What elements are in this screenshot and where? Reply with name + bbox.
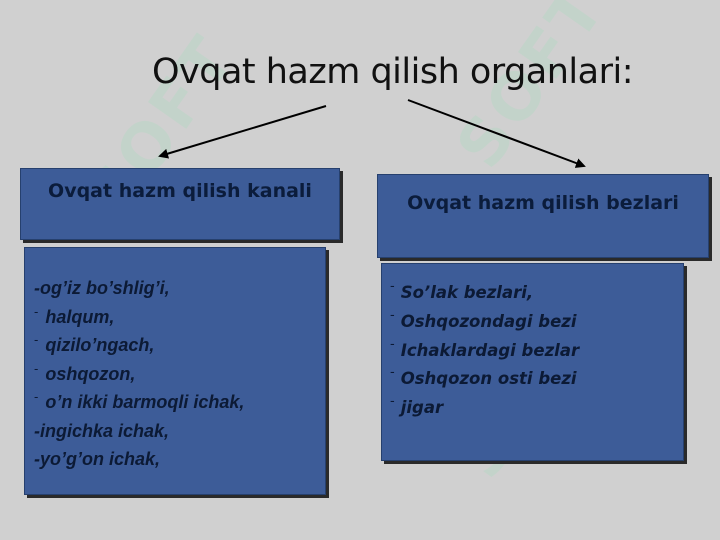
list-item: -Oshqozon osti bezi — [390, 365, 683, 394]
list-item: -oshqozon, — [34, 360, 325, 389]
glands-list: -So’lak bezlari,-Oshqozondagi bezi-Ichak… — [381, 263, 684, 461]
bullet-dash: - — [390, 365, 395, 381]
list-item-text: Ichaklardagi bezlar — [400, 340, 580, 360]
bullet-dash: - — [34, 389, 39, 404]
list-item-text: -og’iz bo’shlig’i, — [34, 278, 170, 298]
list-item: -halqum, — [34, 303, 325, 332]
list-item: -qizilo’ngach, — [34, 331, 325, 360]
canal-list: -og’iz bo’shlig’i,-halqum,-qizilo’ngach,… — [24, 247, 326, 495]
list-item-text: jigar — [400, 398, 444, 418]
bullet-dash: - — [390, 336, 395, 352]
list-item-text: -ingichka ichak, — [34, 420, 170, 441]
bullet-dash: - — [390, 279, 395, 294]
list-item: -og’iz bo’shlig’i, — [34, 274, 325, 303]
bullet-dash: - — [390, 307, 395, 323]
list-item-text: Oshqozon osti bezi — [400, 369, 577, 389]
list-item-text: halqum, — [45, 306, 115, 327]
arrow-right — [407, 99, 586, 168]
list-item-text: So’lak bezlari, — [400, 283, 534, 302]
list-item: -yo’g’on ichak, — [34, 445, 325, 474]
bullet-dash: - — [34, 303, 39, 319]
list-item-text: qizilo’ngach, — [45, 335, 155, 355]
list-item-text: -yo’g’on ichak, — [34, 449, 161, 469]
list-item: -Ichaklardagi bezlar — [390, 337, 683, 366]
bullet-dash: - — [34, 360, 39, 376]
slide-title: Ovqat hazm qilish organlari: — [151, 52, 634, 92]
list-item: -So’lak bezlari, — [390, 279, 683, 308]
list-item-text: oshqozon, — [45, 363, 136, 384]
heading-canal: Ovqat hazm qilish kanali — [20, 168, 340, 240]
list-item: -jigar — [390, 394, 683, 423]
heading-glands: Ovqat hazm qilish bezlari — [377, 174, 709, 258]
list-item: -o’n ikki barmoqli ichak, — [34, 388, 325, 417]
bullet-dash: - — [34, 332, 39, 347]
list-item-text: Oshqozondagi bezi — [400, 311, 577, 331]
list-item: -Oshqozondagi bezi — [390, 308, 683, 337]
arrow-left — [158, 105, 327, 159]
list-item: -ingichka ichak, — [34, 417, 325, 446]
list-item-text: o’n ikki barmoqli ichak, — [45, 392, 245, 412]
bullet-dash: - — [390, 394, 395, 410]
